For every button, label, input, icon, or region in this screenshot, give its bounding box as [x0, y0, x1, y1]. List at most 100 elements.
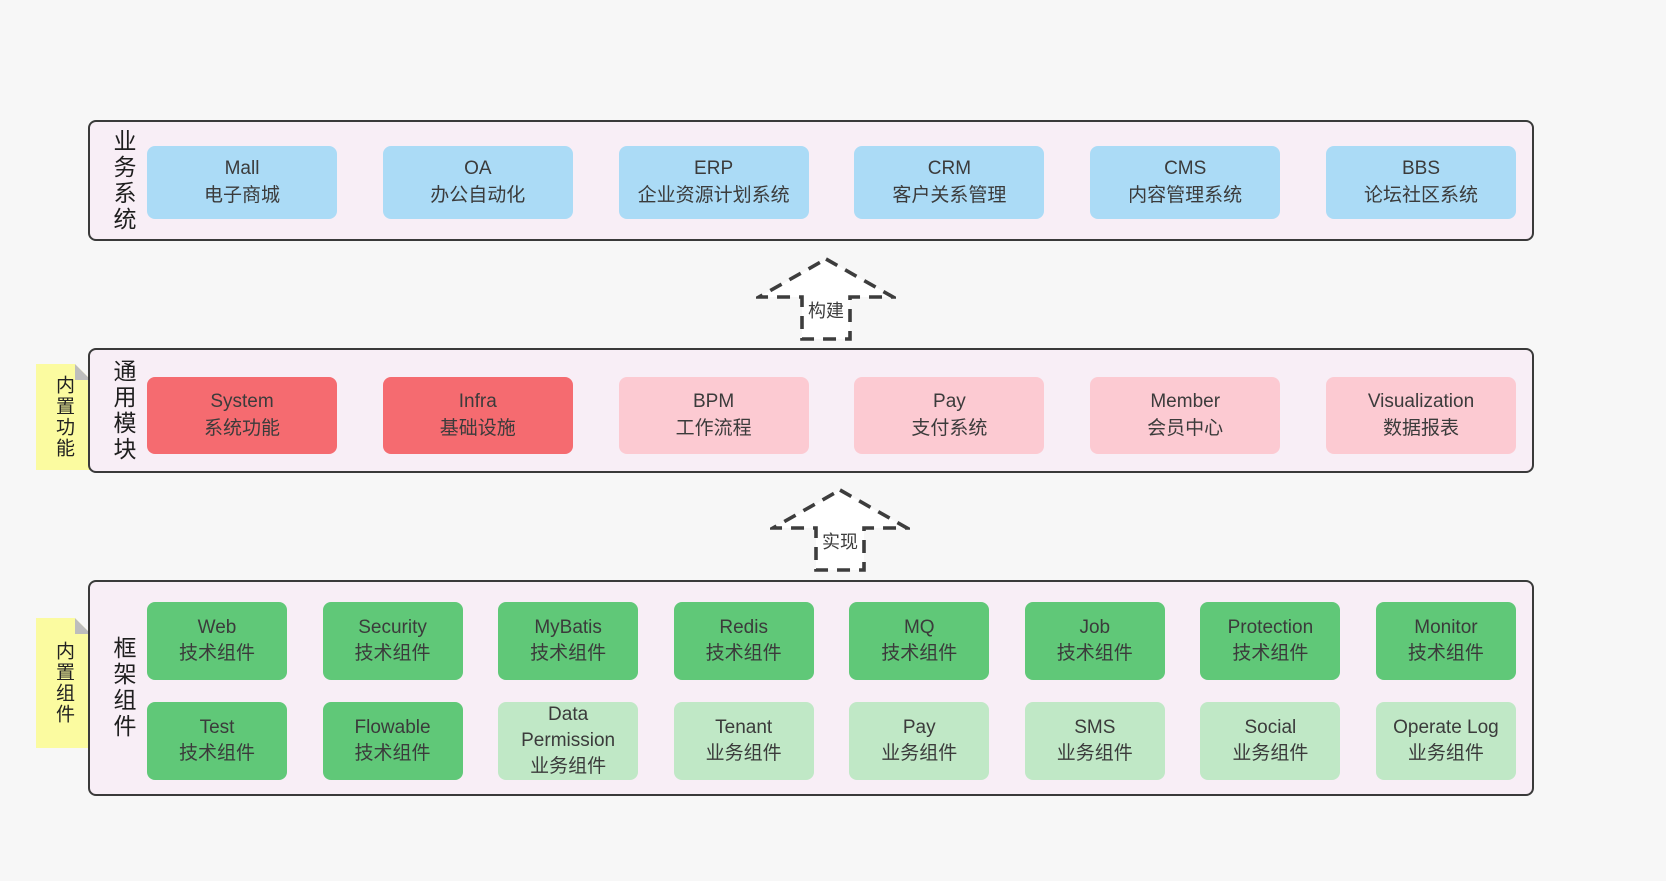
- box-monitor: Monitor 技术组件: [1375, 602, 1516, 680]
- box-visualization: Visualization 数据报表: [1325, 377, 1516, 454]
- box-subtitle: 技术组件: [178, 743, 255, 764]
- box-erp: ERP 企业资源计划系统: [618, 146, 809, 219]
- box-pay-system: Pay 支付系统: [854, 377, 1045, 454]
- box-test: Test 技术组件: [147, 702, 287, 780]
- box-crm: CRM 客户关系管理: [854, 146, 1045, 219]
- box-title: Member: [1150, 391, 1221, 413]
- box-title: System: [210, 391, 274, 413]
- box-title: Infra: [458, 391, 497, 413]
- common-modules-container: 通用模块 System 系统功能 Infra 基础设施 BPM 工作流程 Pay…: [88, 348, 1534, 473]
- box-title: Mall: [224, 158, 260, 180]
- box-title: Visualization: [1367, 391, 1475, 413]
- box-subtitle: 技术组件: [1056, 643, 1133, 664]
- box-tenant: Tenant 业务组件: [673, 702, 814, 780]
- business-systems-container: 业务系统 Mall 电子商城 OA 办公自动化 ERP 企业资源计划系统 CRM…: [88, 120, 1534, 241]
- build-arrow-icon: 构建: [756, 256, 896, 342]
- box-mall: Mall 电子商城: [147, 146, 337, 219]
- box-title: BPM: [693, 391, 735, 413]
- box-title: CRM: [927, 158, 972, 180]
- box-subtitle: 业务组件: [1056, 743, 1133, 764]
- box-title: Flowable: [354, 716, 431, 738]
- box-bpm: BPM 工作流程: [618, 377, 809, 454]
- box-subtitle: 技术组件: [1232, 643, 1309, 664]
- box-pay-component: Pay 业务组件: [849, 702, 990, 780]
- box-subtitle: 企业资源计划系统: [637, 184, 790, 206]
- box-subtitle: 业务组件: [881, 743, 958, 764]
- box-subtitle: 技术组件: [881, 643, 958, 664]
- box-title: Data Permission: [521, 703, 616, 751]
- box-security: Security 技术组件: [322, 602, 463, 680]
- box-title: Pay: [902, 716, 936, 738]
- box-title: Web: [197, 616, 237, 638]
- box-sms: SMS 业务组件: [1024, 702, 1165, 780]
- box-infra: Infra 基础设施: [382, 377, 573, 454]
- build-arrow-label: 构建: [804, 296, 848, 324]
- box-title: Protection: [1227, 616, 1314, 638]
- box-subtitle: 技术组件: [178, 643, 255, 664]
- box-oa: OA 办公自动化: [382, 146, 573, 219]
- box-cms: CMS 内容管理系统: [1090, 146, 1281, 219]
- box-title: Social: [1244, 716, 1297, 738]
- box-subtitle: 技术组件: [705, 643, 782, 664]
- box-subtitle: 数据报表: [1382, 417, 1459, 439]
- box-subtitle: 客户关系管理: [892, 184, 1007, 206]
- box-subtitle: 论坛社区系统: [1363, 184, 1478, 206]
- box-title: ERP: [694, 158, 734, 180]
- sticky-note-built-in-features: 内置功能: [36, 364, 91, 470]
- sticky-note-built-in-components: 内置组件: [36, 618, 91, 748]
- box-title: Monitor: [1414, 616, 1478, 638]
- box-subtitle: 系统功能: [203, 417, 280, 439]
- box-redis: Redis 技术组件: [673, 602, 814, 680]
- box-protection: Protection 技术组件: [1200, 602, 1341, 680]
- box-subtitle: 业务组件: [1232, 743, 1309, 764]
- box-title: BBS: [1401, 158, 1440, 180]
- box-subtitle: 工作流程: [675, 417, 752, 439]
- implement-arrow-label: 实现: [818, 527, 862, 555]
- common-modules-label: 通用模块: [110, 358, 136, 463]
- box-mq: MQ 技术组件: [849, 602, 990, 680]
- box-mybatis: MyBatis 技术组件: [498, 602, 639, 680]
- box-subtitle: 基础设施: [439, 417, 516, 439]
- sticky-note-text: 内置组件: [53, 641, 74, 725]
- box-subtitle: 业务组件: [705, 743, 782, 764]
- box-title: Tenant: [715, 716, 773, 738]
- box-title: Test: [199, 716, 235, 738]
- common-modules-row: System 系统功能 Infra 基础设施 BPM 工作流程 Pay 支付系统…: [147, 377, 1516, 454]
- box-bbs: BBS 论坛社区系统: [1325, 146, 1516, 219]
- box-social: Social 业务组件: [1200, 702, 1341, 780]
- box-member: Member 会员中心: [1090, 377, 1281, 454]
- box-title: MyBatis: [534, 616, 602, 638]
- box-subtitle: 支付系统: [911, 417, 988, 439]
- box-title: MQ: [903, 616, 935, 638]
- framework-components-container: 框架组件 Web 技术组件 Security 技术组件 MyBatis 技术组件…: [88, 580, 1534, 796]
- box-system: System 系统功能: [147, 377, 337, 454]
- framework-components-row-2: Test 技术组件 Flowable 技术组件 Data Permission …: [147, 702, 1516, 780]
- box-title: CMS: [1164, 158, 1207, 180]
- box-web: Web 技术组件: [147, 602, 287, 680]
- box-subtitle: 电子商城: [203, 184, 280, 206]
- box-subtitle: 业务组件: [1407, 743, 1484, 764]
- box-subtitle: 技术组件: [354, 743, 431, 764]
- framework-components-row-1: Web 技术组件 Security 技术组件 MyBatis 技术组件 Redi…: [147, 602, 1516, 680]
- box-flowable: Flowable 技术组件: [322, 702, 463, 780]
- box-title: Pay: [933, 391, 966, 413]
- box-title: Job: [1079, 616, 1111, 638]
- box-subtitle: 业务组件: [530, 756, 607, 778]
- box-title: Security: [358, 616, 427, 638]
- box-job: Job 技术组件: [1024, 602, 1165, 680]
- box-subtitle: 内容管理系统: [1128, 184, 1243, 206]
- box-subtitle: 技术组件: [530, 643, 607, 664]
- business-systems-row: Mall 电子商城 OA 办公自动化 ERP 企业资源计划系统 CRM 客户关系…: [147, 146, 1516, 219]
- box-title: OA: [464, 158, 492, 180]
- box-operate-log: Operate Log 业务组件: [1375, 702, 1516, 780]
- box-title: Redis: [719, 616, 768, 638]
- implement-arrow-icon: 实现: [770, 487, 910, 573]
- box-subtitle: 会员中心: [1147, 417, 1224, 439]
- box-subtitle: 办公自动化: [430, 184, 526, 206]
- box-data-permission: Data Permission 业务组件: [498, 702, 639, 780]
- box-title: Operate Log: [1393, 716, 1499, 738]
- box-subtitle: 技术组件: [1407, 643, 1484, 664]
- sticky-note-text: 内置功能: [53, 375, 74, 459]
- framework-components-label: 框架组件: [110, 636, 136, 740]
- box-title: SMS: [1074, 716, 1116, 738]
